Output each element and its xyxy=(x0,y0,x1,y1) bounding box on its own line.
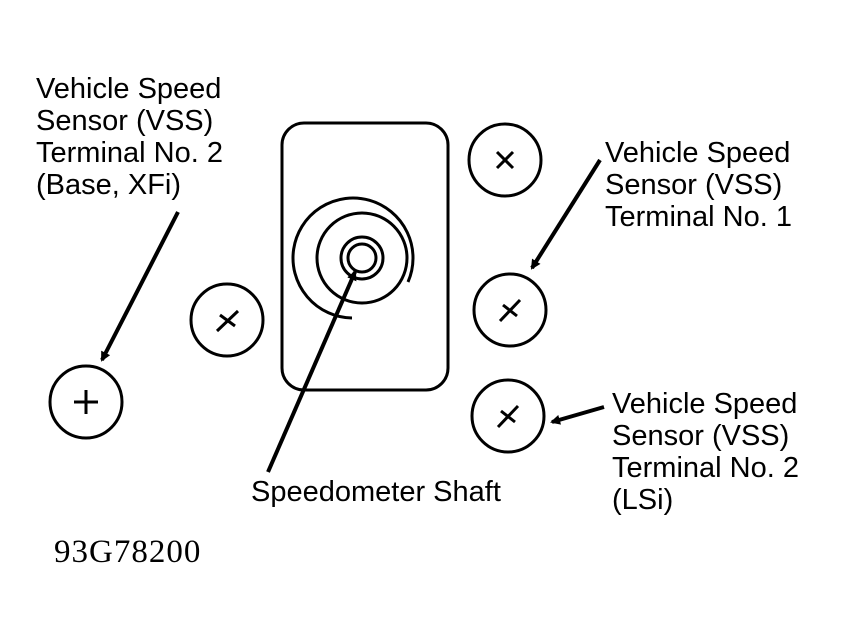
mounting-screw-left xyxy=(189,282,265,358)
shaft-inner xyxy=(346,242,378,274)
label-line: Sensor (VSS) xyxy=(612,420,790,452)
arrow-base-xfi xyxy=(100,211,180,362)
label-line: Vehicle Speed xyxy=(36,73,222,105)
outer-ring-arc xyxy=(291,196,415,320)
label-vss-terminal-1: Vehicle Speed Sensor (VSS) Terminal No. … xyxy=(605,137,792,233)
arrow-terminal-1 xyxy=(530,158,602,270)
terminal-base-xfi xyxy=(48,364,124,440)
label-line: (LSi) xyxy=(612,484,674,516)
label-speedometer-shaft: Speedometer Shaft xyxy=(251,476,501,508)
arrow-speedometer-shaft xyxy=(266,270,357,473)
terminal-2-lsi xyxy=(470,378,546,454)
label-line: Terminal No. 2 xyxy=(612,452,799,484)
figure-code: 93G78200 xyxy=(54,534,202,570)
terminal-1 xyxy=(472,272,548,348)
label-line: Terminal No. 1 xyxy=(605,201,792,233)
label-line: Vehicle Speed xyxy=(605,137,791,169)
label-line: Terminal No. 2 xyxy=(36,137,223,169)
label-line: (Base, XFi) xyxy=(36,169,182,201)
label-vss-terminal-2-lsi: Vehicle Speed Sensor (VSS) Terminal No. … xyxy=(612,388,799,516)
sensor-housing xyxy=(280,121,450,392)
mounting-screw-top-right xyxy=(467,122,543,198)
label-line: Sensor (VSS) xyxy=(605,169,783,201)
arrow-terminal-2-lsi xyxy=(550,405,605,425)
label-line: Vehicle Speed xyxy=(612,388,798,420)
label-vss-terminal-2-base-xfi: Vehicle Speed Sensor (VSS) Terminal No. … xyxy=(36,73,223,201)
label-line: Sensor (VSS) xyxy=(36,105,214,137)
middle-ring xyxy=(315,211,409,305)
shaft-outer xyxy=(339,235,385,281)
